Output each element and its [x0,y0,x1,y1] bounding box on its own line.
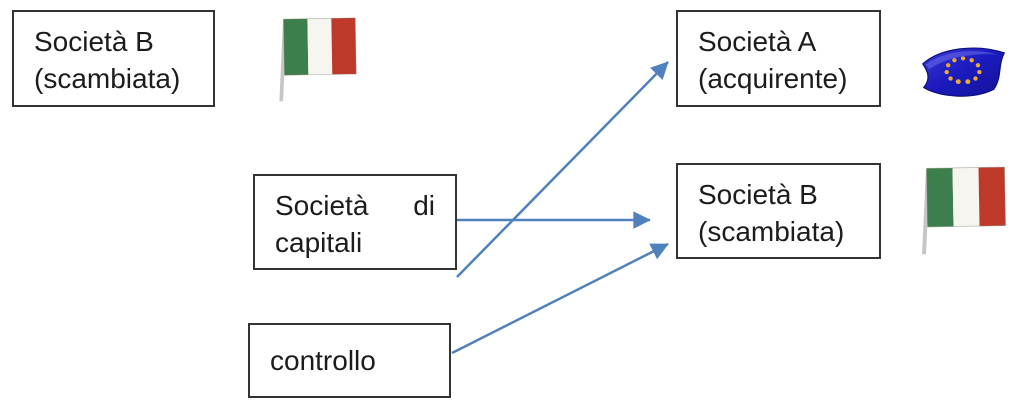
box-societa-a-acquirente: Società A (acquirente) [676,10,881,107]
box-label-line: Società A [698,26,817,57]
box-label-line: capitali [275,227,363,258]
arrow-capitali-to-societa-a [456,61,669,278]
eu-flag-icon [916,42,1012,104]
box-label-word: di [413,190,435,221]
box-label-word: Società [275,190,369,221]
box-societa-b-scambiata-left: Società B (scambiata) [12,10,215,107]
italy-flag-icon [272,13,364,105]
box-label-line: controllo [270,345,376,376]
box-societa-di-capitali: Società di capitali [253,174,457,270]
box-controllo: controllo [248,323,451,398]
box-societa-b-scambiata-right: Società B (scambiata) [676,163,881,259]
italy-flag-icon [914,162,1014,258]
arrow-controllo-to-societa-b [451,242,669,355]
box-label-line: Società di [275,187,435,224]
box-label-line: Società B [698,179,818,210]
box-label-line: Società B [34,26,154,57]
box-label-line: (scambiata) [34,63,181,94]
box-label-line: (acquirente) [698,63,848,94]
box-label-line: (scambiata) [698,216,845,247]
